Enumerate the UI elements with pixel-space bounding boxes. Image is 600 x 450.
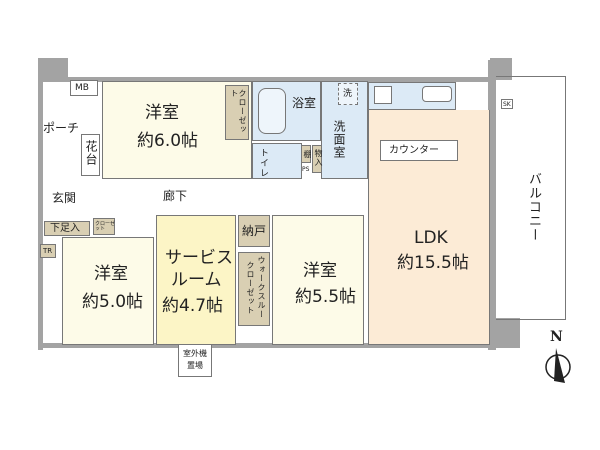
western-room-1-size: 約6.0帖	[137, 131, 199, 151]
stove	[374, 86, 392, 104]
wall-corner-br	[490, 318, 520, 348]
bathroom-label: 浴室	[292, 96, 317, 110]
service-room	[156, 215, 236, 345]
balcony-label: バルコニー	[526, 172, 541, 242]
service-room-name-2: ルーム	[171, 270, 222, 290]
western-room-3-size: 約5.5帖	[295, 287, 357, 307]
shelf: 棚	[301, 145, 312, 163]
sink	[422, 86, 452, 102]
ldk-size: 約15.5帖	[397, 253, 469, 273]
storage: 物入	[312, 145, 323, 173]
service-room-size: 約4.7帖	[162, 296, 224, 316]
western-room-2	[62, 237, 154, 345]
north-label: N	[550, 329, 563, 345]
wall-bottom	[40, 343, 495, 348]
toilet: トイレ	[252, 143, 302, 179]
mb-box: MB	[70, 80, 98, 96]
western-room-2-name: 洋室	[94, 264, 128, 284]
washer-box: 洗	[338, 83, 358, 105]
shoe-box: 下足入	[44, 221, 90, 236]
western-room-1-name: 洋室	[145, 103, 179, 123]
washroom-label: 洗面室	[332, 120, 346, 159]
western-room-3-name: 洋室	[303, 261, 337, 281]
wall-right	[488, 60, 496, 350]
wall-left	[38, 60, 43, 350]
closet-1: クローゼット	[225, 85, 249, 140]
balcony	[496, 76, 566, 320]
corridor-label: 廊下	[163, 189, 188, 203]
ps-small-label: PS	[302, 166, 310, 173]
wall-corner-tr	[490, 58, 512, 80]
counter: カウンター	[380, 140, 458, 161]
ldk-name: LDK	[414, 228, 448, 248]
wall-corner-tl	[38, 58, 68, 82]
walk-through-closet: ウォークスルー クローゼット	[238, 252, 270, 326]
closet-2: クローゼット	[93, 218, 115, 235]
compass-arrow-icon	[545, 348, 571, 383]
wall-top	[40, 77, 495, 82]
service-room-name-1: サービス	[165, 248, 233, 268]
porch-label: ポーチ	[43, 121, 80, 135]
entrance-label: 玄関	[52, 191, 77, 205]
tr-box: TR	[40, 244, 56, 258]
compass: N	[543, 330, 573, 385]
western-room-2-size: 約5.0帖	[82, 292, 144, 312]
bathtub	[258, 88, 286, 134]
sk-box: SK	[501, 99, 513, 109]
flower-bed: 花台	[81, 134, 100, 176]
western-room-3	[272, 215, 364, 345]
outdoor-unit-space: 室外機 置場	[178, 345, 212, 377]
storeroom: 納戸	[238, 215, 270, 247]
